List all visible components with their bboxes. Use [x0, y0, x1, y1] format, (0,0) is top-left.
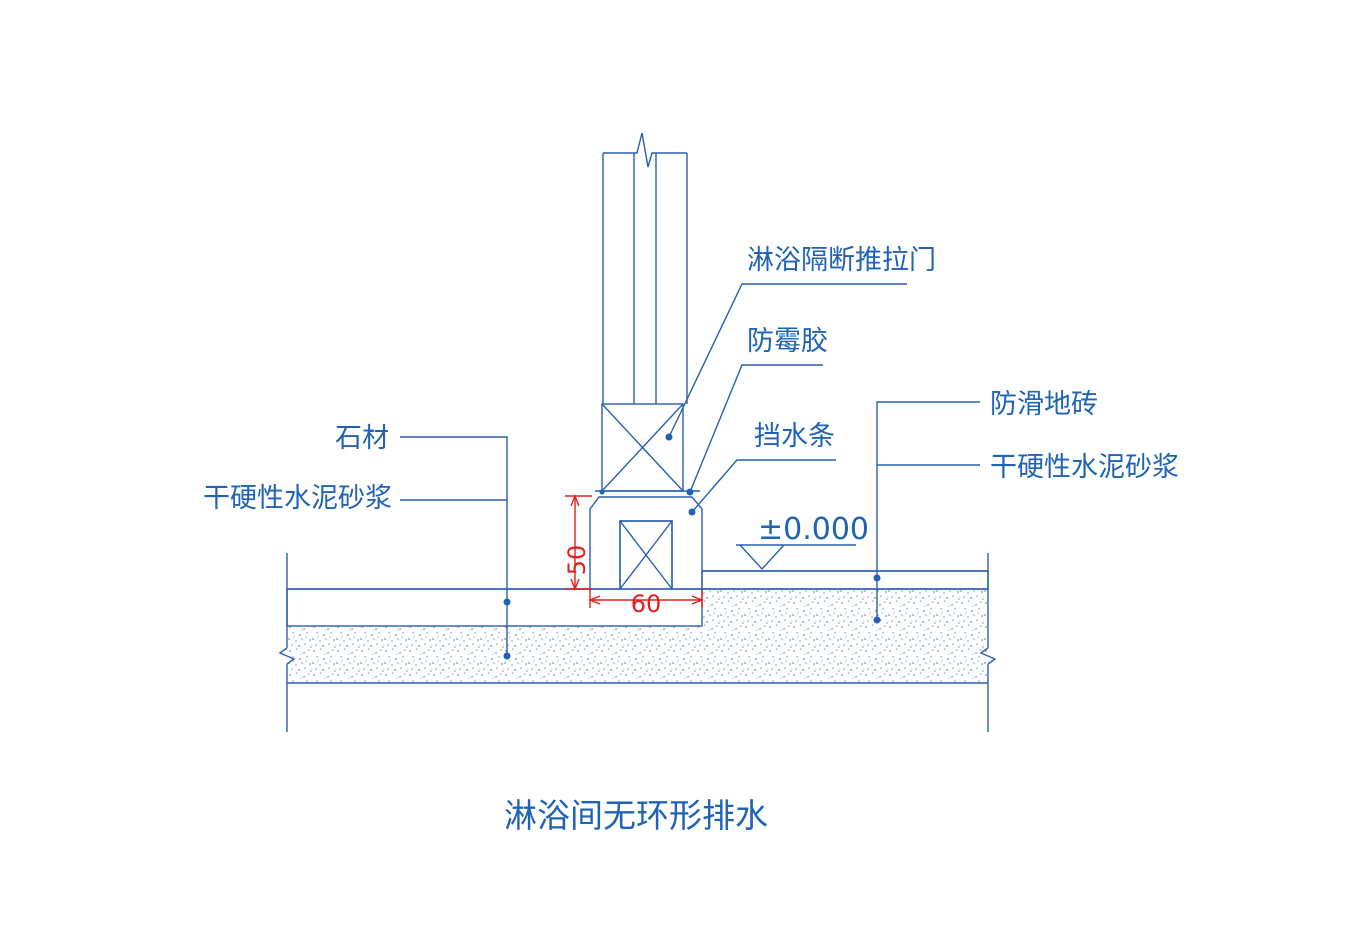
dimension-width: 60 — [631, 590, 662, 618]
label-water-bar: 挡水条 — [754, 421, 835, 452]
mortar-layer-right — [702, 589, 988, 683]
elevation-text: ±0.000 — [758, 512, 869, 547]
anti-slip-tile-layer — [701, 570, 989, 590]
water-bar-hatch — [589, 496, 703, 590]
dimensions: 50 60 — [563, 494, 704, 618]
mortar-layer-left — [287, 626, 702, 683]
label-stone: 石材 — [335, 423, 389, 454]
label-anti-slip-tile: 防滑地砖 — [990, 389, 1098, 420]
floor-section — [278, 553, 997, 732]
dimension-height: 50 — [563, 545, 591, 576]
water-bar-block — [589, 496, 703, 590]
label-mortar-right: 干硬性水泥砂浆 — [990, 452, 1179, 483]
labels: 淋浴隔断推拉门 防霉胶 挡水条 石材 干硬性水泥砂浆 防滑地砖 干硬性水泥砂浆 — [203, 245, 1179, 514]
leaders — [400, 283, 980, 660]
drawing-title: 淋浴间无环形排水 — [504, 796, 768, 835]
sliding-door — [595, 132, 700, 492]
elevation-marker: ±0.000 — [736, 512, 869, 571]
label-mildew-sealant: 防霉胶 — [747, 326, 828, 357]
label-sliding-door: 淋浴隔断推拉门 — [747, 245, 936, 276]
label-mortar-left: 干硬性水泥砂浆 — [203, 483, 392, 514]
